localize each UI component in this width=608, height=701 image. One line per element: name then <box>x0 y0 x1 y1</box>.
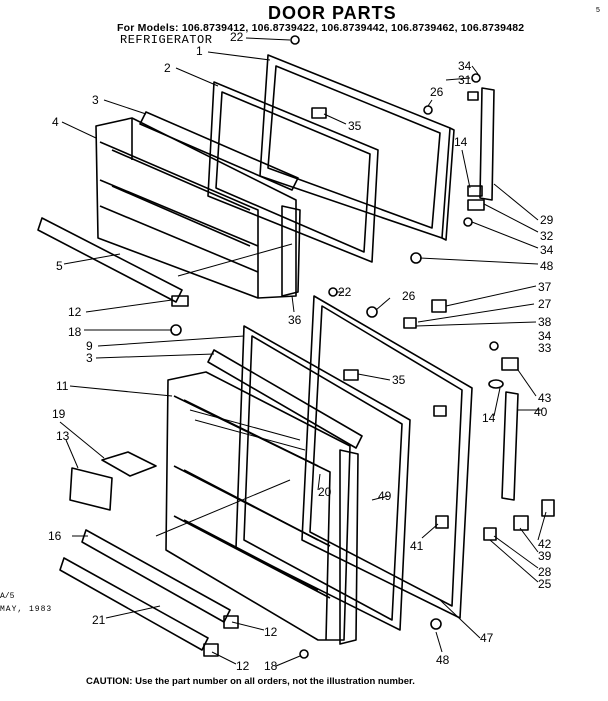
callout: 26 <box>430 85 444 99</box>
callout: 35 <box>392 373 406 387</box>
callout: 14 <box>482 411 496 425</box>
callout: 29 <box>540 213 554 227</box>
callout: 11 <box>56 379 69 393</box>
callout: 12 <box>68 305 82 319</box>
callout: 12 <box>264 625 278 639</box>
callout: 37 <box>538 280 552 294</box>
callout: 3 <box>92 93 99 107</box>
callout: 16 <box>48 529 62 543</box>
diagram-title: DOOR PARTS <box>268 3 397 23</box>
freezer-shelf-rail <box>37 217 183 303</box>
callout: 48 <box>436 653 450 667</box>
callout: 14 <box>454 135 468 149</box>
edge-mark: 5 <box>596 7 600 14</box>
fresh-food-trim-strip <box>339 449 359 645</box>
callout: 40 <box>534 405 548 419</box>
callout: 41 <box>410 539 424 553</box>
callout: 18 <box>68 325 82 339</box>
callout: 4 <box>52 115 59 129</box>
upper-hinge-rail <box>479 87 495 201</box>
fresh-food-shelf-rail-lower <box>59 557 209 651</box>
callout: 5 <box>56 259 63 273</box>
freezer-outer-door <box>259 54 455 241</box>
callout: 3 <box>86 351 93 365</box>
lower-hinge-rail <box>501 391 519 501</box>
appliance-type: REFRIGERATOR <box>120 33 213 47</box>
callout: 34 <box>458 59 472 73</box>
callout: 26 <box>402 289 416 303</box>
callout: 34 <box>540 243 554 257</box>
upper-small-parts <box>170 35 485 336</box>
callout: 1 <box>196 44 203 58</box>
caution-note: CAUTION: Use the part number on all orde… <box>86 676 415 687</box>
callout: 34 <box>538 329 552 343</box>
callout: 27 <box>538 297 552 311</box>
callout: 42 <box>538 537 552 551</box>
callout: 18 <box>264 659 278 673</box>
fresh-food-outer-door <box>301 295 473 619</box>
callout: 49 <box>378 489 392 503</box>
callout: 48 <box>540 259 554 273</box>
footer-code: A/5 <box>0 592 15 601</box>
callout: 35 <box>348 119 362 133</box>
leader-lines <box>59 37 547 667</box>
callout: 36 <box>288 313 302 327</box>
model-numbers: For Models: 106.8739412, 106.8739422, 10… <box>117 22 525 34</box>
callout: 12 <box>236 659 250 673</box>
callout: 19 <box>52 407 66 421</box>
callout: 20 <box>318 485 332 499</box>
callout: 32 <box>540 229 554 243</box>
freezer-trim-strip <box>281 205 301 297</box>
fresh-food-breaker-strip <box>207 349 363 449</box>
fresh-food-door-liner <box>165 371 351 641</box>
callout: 28 <box>538 565 552 579</box>
callout: 22 <box>230 30 244 44</box>
callout: 38 <box>538 315 552 329</box>
butter-compartment <box>69 451 157 511</box>
freezer-door-gasket <box>207 81 379 263</box>
callout: 31 <box>458 73 472 87</box>
callout-numbers: 1 2 3 4 5 12 18 22 35 34 31 26 14 29 32 … <box>48 30 554 673</box>
callout: 33 <box>538 341 552 355</box>
callout: 43 <box>538 391 552 405</box>
footer-date: MAY, 1983 <box>0 605 53 614</box>
fresh-food-door-gasket <box>235 325 411 631</box>
lower-small-parts <box>203 287 555 659</box>
callout: 47 <box>480 631 494 645</box>
callout: 21 <box>92 613 106 627</box>
freezer-breaker-strip <box>139 111 299 191</box>
callout: 2 <box>164 61 171 75</box>
callout: 25 <box>538 577 552 591</box>
callout: 39 <box>538 549 552 563</box>
callout: 13 <box>56 429 70 443</box>
callout: 22 <box>338 285 352 299</box>
callout: 9 <box>86 339 93 353</box>
